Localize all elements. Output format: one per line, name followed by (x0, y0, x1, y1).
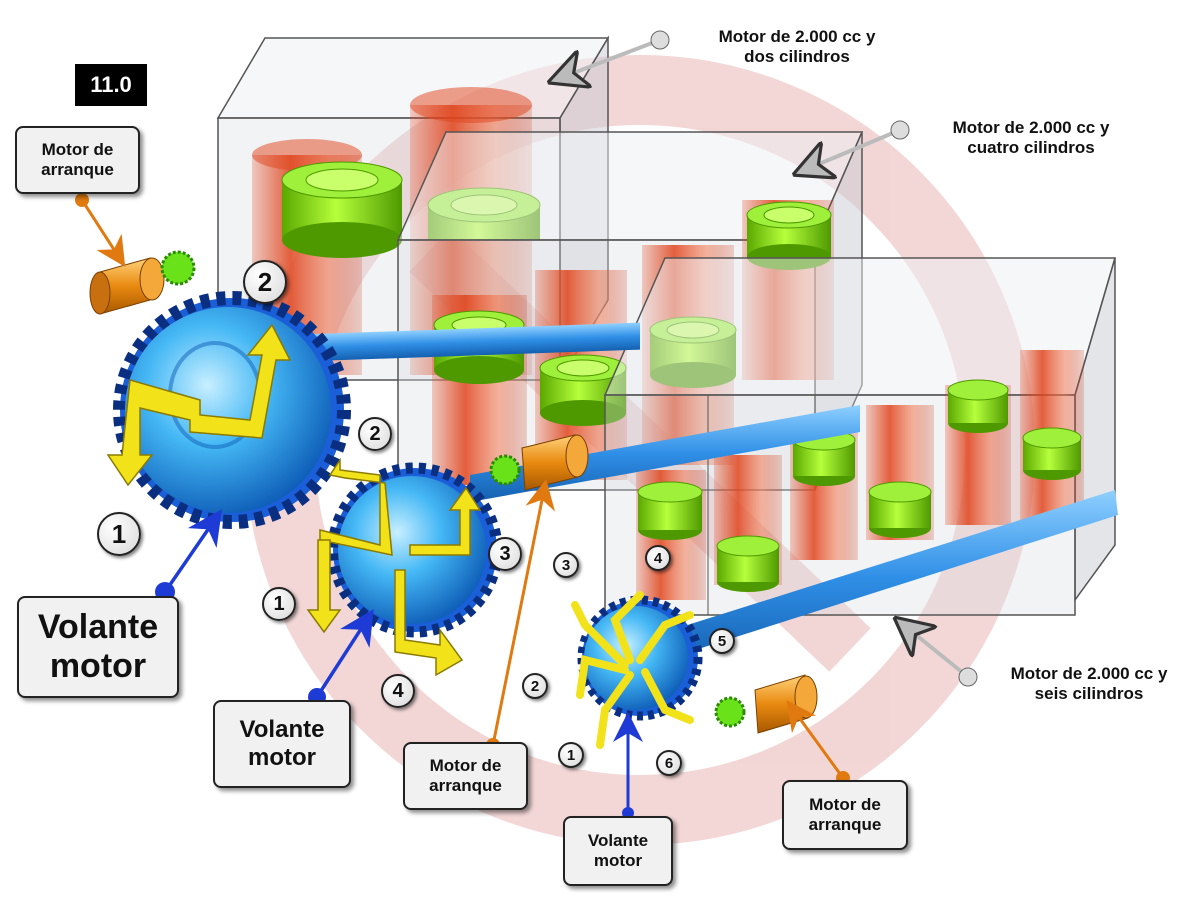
starter-motor-two-cylinders (89, 250, 196, 315)
flywheel-two-cylinders (106, 291, 351, 529)
piston (281, 161, 403, 258)
label-line: arranque (429, 776, 502, 795)
crank-arrows (106, 323, 292, 487)
piston (868, 481, 932, 538)
label-engine-two-cylinders: Motor de 2.000 cc y dos cilindros (686, 27, 908, 68)
piston (1022, 427, 1082, 480)
piston (637, 481, 703, 540)
firing-order-number: 2 (522, 673, 548, 699)
starter-motor-six-cylinders (714, 674, 818, 734)
label-starter-motor-six-cylinders: Motor de arranque (782, 780, 908, 850)
label-line: motor (248, 744, 316, 771)
piston (716, 535, 780, 592)
flywheel-six-cylinders (571, 591, 703, 749)
label-line: Motor de 2.000 cc y (718, 27, 876, 46)
label-line: Volante (37, 607, 159, 646)
label-engine-four-cylinders: Motor de 2.000 cc y cuatro cilindros (920, 118, 1142, 159)
label-line: Motor de 2.000 cc y (1010, 664, 1168, 683)
label-line: seis cilindros (1034, 684, 1144, 704)
label-starter-motor-two-cylinders: Motor de arranque (15, 126, 140, 194)
starter-motor-four-cylinders (489, 434, 589, 491)
label-line: Motor de (809, 795, 881, 815)
label-line: cuatro cilindros (967, 138, 1095, 158)
label-line: dos cilindros (744, 47, 850, 67)
firing-order-number: 4 (381, 674, 415, 708)
label-starter-motor-four-cylinders: Motor de arranque (403, 742, 528, 810)
label-line: Volante (587, 831, 649, 851)
figure-number-badge: 11.0 (75, 64, 147, 106)
firing-order-number: 4 (645, 545, 671, 571)
firing-order-number: 1 (97, 512, 141, 556)
label-line: arranque (41, 160, 114, 179)
firing-order-number: 5 (709, 628, 735, 654)
firing-order-number: 2 (243, 260, 287, 304)
label-flywheel-six-cylinders: Volante motor (563, 816, 673, 886)
engine-block-six-cylinders (603, 257, 1117, 616)
firing-order-number: 1 (558, 742, 584, 768)
label-line: motor (593, 851, 643, 870)
firing-order-number: 3 (488, 537, 522, 571)
crank-arrows (571, 591, 694, 749)
label-line: Motor de 2.000 cc y (952, 118, 1110, 137)
label-flywheel-four-cylinders: Volante motor (213, 700, 351, 788)
label-line: Motor de (41, 140, 114, 160)
firing-order-number: 3 (553, 552, 579, 578)
label-flywheel-two-cylinders: Volante motor (17, 596, 179, 698)
label-line: Volante (239, 716, 325, 744)
label-engine-six-cylinders: Motor de 2.000 cc y seis cilindros (978, 664, 1200, 705)
firing-order-number: 2 (358, 417, 392, 451)
label-line: motor (49, 647, 147, 685)
label-line: arranque (808, 815, 882, 834)
crank-arrows (306, 457, 482, 677)
firing-order-number: 1 (262, 587, 296, 621)
label-line: Motor de (429, 756, 502, 776)
firing-order-number: 6 (656, 750, 682, 776)
piston (947, 379, 1009, 433)
